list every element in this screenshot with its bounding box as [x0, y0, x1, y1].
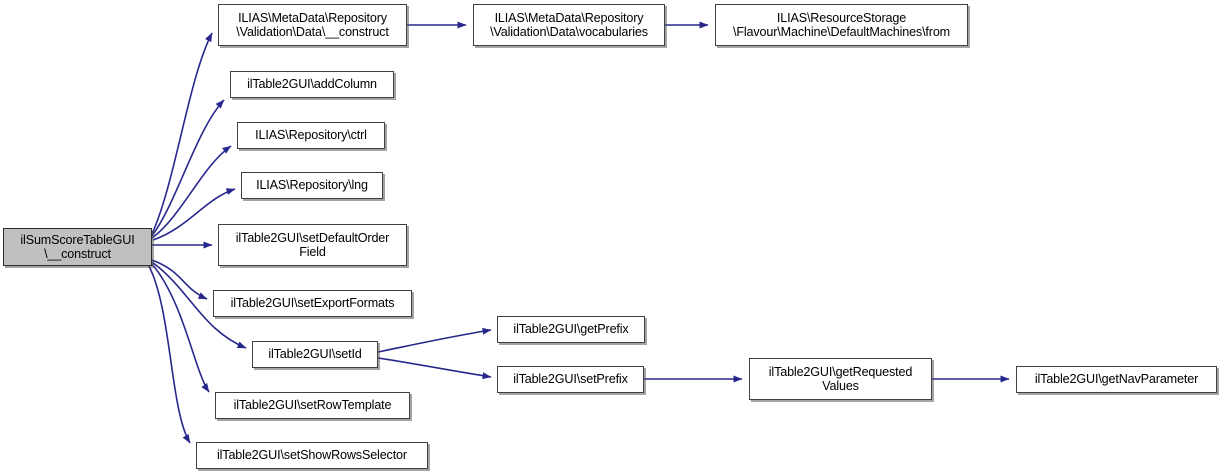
- graph-node-setshowrowsselector[interactable]: ilTable2GUI\setShowRowsSelector: [196, 442, 428, 469]
- graph-node-getrequestedvalues[interactable]: ilTable2GUI\getRequested Values: [749, 358, 932, 400]
- graph-node-setprefix[interactable]: ilTable2GUI\setPrefix: [497, 366, 644, 393]
- edge-root-to-n_setshowrowsselector: [148, 265, 191, 444]
- graph-node-lng[interactable]: ILIAS\Repository\lng: [241, 172, 383, 199]
- graph-node-setrowtemplate[interactable]: ilTable2GUI\setRowTemplate: [215, 392, 410, 419]
- graph-node-addcolumn[interactable]: ilTable2GUI\addColumn: [230, 71, 394, 98]
- edge-root-to-n_setrowtemplate: [151, 263, 210, 393]
- edge-n_setid-to-n_getprefix: [377, 327, 492, 353]
- graph-node-setdefaultorderfield[interactable]: ilTable2GUI\setDefaultOrder Field: [218, 224, 407, 266]
- graph-node-getnavparameter[interactable]: ilTable2GUI\getNavParameter: [1016, 366, 1217, 393]
- graph-node-setid[interactable]: ilTable2GUI\setId: [252, 341, 378, 368]
- graph-node-getprefix[interactable]: ilTable2GUI\getPrefix: [497, 316, 645, 343]
- edge-root-to-n_data_construct: [151, 32, 213, 235]
- edge-root-to-n_addcolumn: [151, 99, 225, 237]
- edge-n_setid-to-n_setprefix: [377, 357, 492, 380]
- graph-node-data_construct[interactable]: ILIAS\MetaData\Repository \Validation\Da…: [218, 4, 407, 46]
- graph-node-setexportformats[interactable]: ilTable2GUI\setExportFormats: [213, 290, 412, 317]
- edge-root-to-n_setexportformats: [151, 259, 208, 300]
- graph-node-ctrl[interactable]: ILIAS\Repository\ctrl: [237, 122, 385, 149]
- graph-node-root[interactable]: ilSumScoreTableGUI \__construct: [3, 228, 152, 266]
- graph-node-vocabularies[interactable]: ILIAS\MetaData\Repository \Validation\Da…: [473, 4, 665, 46]
- graph-node-defaultmachines[interactable]: ILIAS\ResourceStorage \Flavour\Machine\D…: [715, 4, 968, 46]
